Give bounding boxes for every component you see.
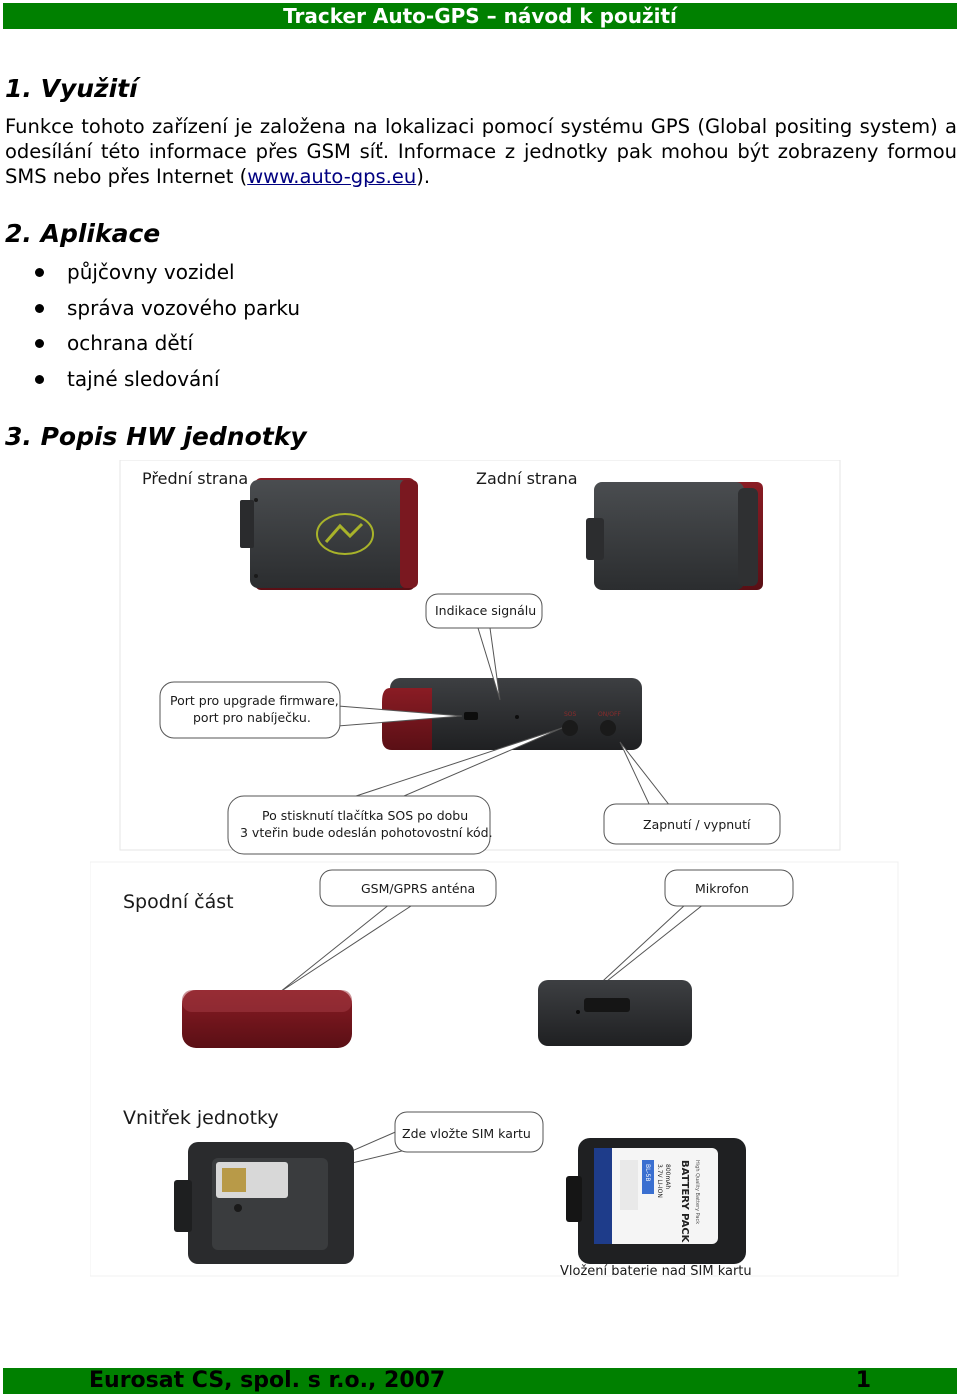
section-2-heading: 2. Aplikace <box>5 219 161 248</box>
port-label-2: port pro nabíječku. <box>193 710 311 725</box>
footer-company: Eurosat CS, spol. s r.o., 2007 <box>89 1368 446 1393</box>
battery-capacity: 800mAh <box>664 1164 671 1189</box>
device-inside-image <box>174 1142 354 1264</box>
device-bottom-red-image <box>182 990 352 1048</box>
hw-unit-figure: Přední strana Zadní strana SOS ON/OFF In… <box>90 460 900 1280</box>
battery-image: BATTERY PACK High Quality Battery Pack B… <box>566 1138 746 1264</box>
section-1-heading: 1. Využití <box>5 74 138 103</box>
mic-label: Mikrofon <box>695 881 749 896</box>
sim-label: Zde vložte SIM kartu <box>402 1126 531 1141</box>
device-back-image <box>586 482 763 590</box>
svg-text:ON/OFF: ON/OFF <box>598 711 621 718</box>
bullet-icon <box>35 303 44 313</box>
sos-callout: Po stisknutí tlačítka SOS po dobu 3 vteř… <box>227 727 563 855</box>
section-3-heading: 3. Popis HW jednotky <box>5 422 307 451</box>
page-header: Tracker Auto-GPS – návod k použití <box>3 3 957 29</box>
port-callout: Port pro upgrade firmware, port pro nabí… <box>159 681 463 739</box>
device-front-image <box>240 478 418 590</box>
bullet-icon <box>35 374 44 384</box>
battery-voltage: 3.7V LI-ION <box>656 1164 663 1198</box>
section-1-text-end: ). <box>416 165 431 188</box>
power-callout: Zapnutí / vypnutí <box>603 741 781 845</box>
battery-label: Vložení baterie nad SIM kartu <box>560 1264 752 1279</box>
bullet-icon <box>35 339 44 348</box>
section-1-text: Funkce tohoto zařízení je založena na lo… <box>5 115 957 188</box>
back-label: Zadní strana <box>476 469 578 488</box>
battery-pack-text: BATTERY PACK <box>679 1160 690 1244</box>
device-side-image: SOS ON/OFF <box>382 678 642 750</box>
sos-label-1: Po stisknutí tlačítka SOS po dobu <box>262 808 468 823</box>
page-footer: Eurosat CS, spol. s r.o., 2007 1 <box>3 1368 957 1394</box>
port-label-1: Port pro upgrade firmware, <box>170 693 339 708</box>
device-bottom-dark-image <box>538 980 692 1046</box>
battery-quality-text: High Quality Battery Pack <box>694 1160 700 1224</box>
signal-label: Indikace signálu <box>435 603 536 618</box>
section-1-paragraph: Funkce tohoto zařízení je založena na lo… <box>5 114 957 189</box>
antenna-label: GSM/GPRS anténa <box>361 881 475 896</box>
sos-label-2: 3 vteřin bude odeslán pohotovostní kód. <box>240 825 493 840</box>
inside-label: Vnitřek jednotky <box>123 1107 279 1129</box>
battery-model: BL-5B <box>644 1164 651 1181</box>
page-number: 1 <box>855 1368 871 1393</box>
mic-callout: Mikrofon <box>577 869 794 1005</box>
website-link[interactable]: www.auto-gps.eu <box>247 165 417 188</box>
bullet-icon <box>35 268 44 277</box>
header-title: Tracker Auto-GPS – návod k použití <box>283 4 677 28</box>
antenna-callout: GSM/GPRS anténa <box>279 869 497 993</box>
svg-text:SOS: SOS <box>564 711 577 718</box>
power-label: Zapnutí / vypnutí <box>643 817 751 832</box>
front-label: Přední strana <box>142 469 248 488</box>
signal-callout: Indikace signálu <box>425 593 543 701</box>
bottom-label: Spodní část <box>123 891 234 913</box>
